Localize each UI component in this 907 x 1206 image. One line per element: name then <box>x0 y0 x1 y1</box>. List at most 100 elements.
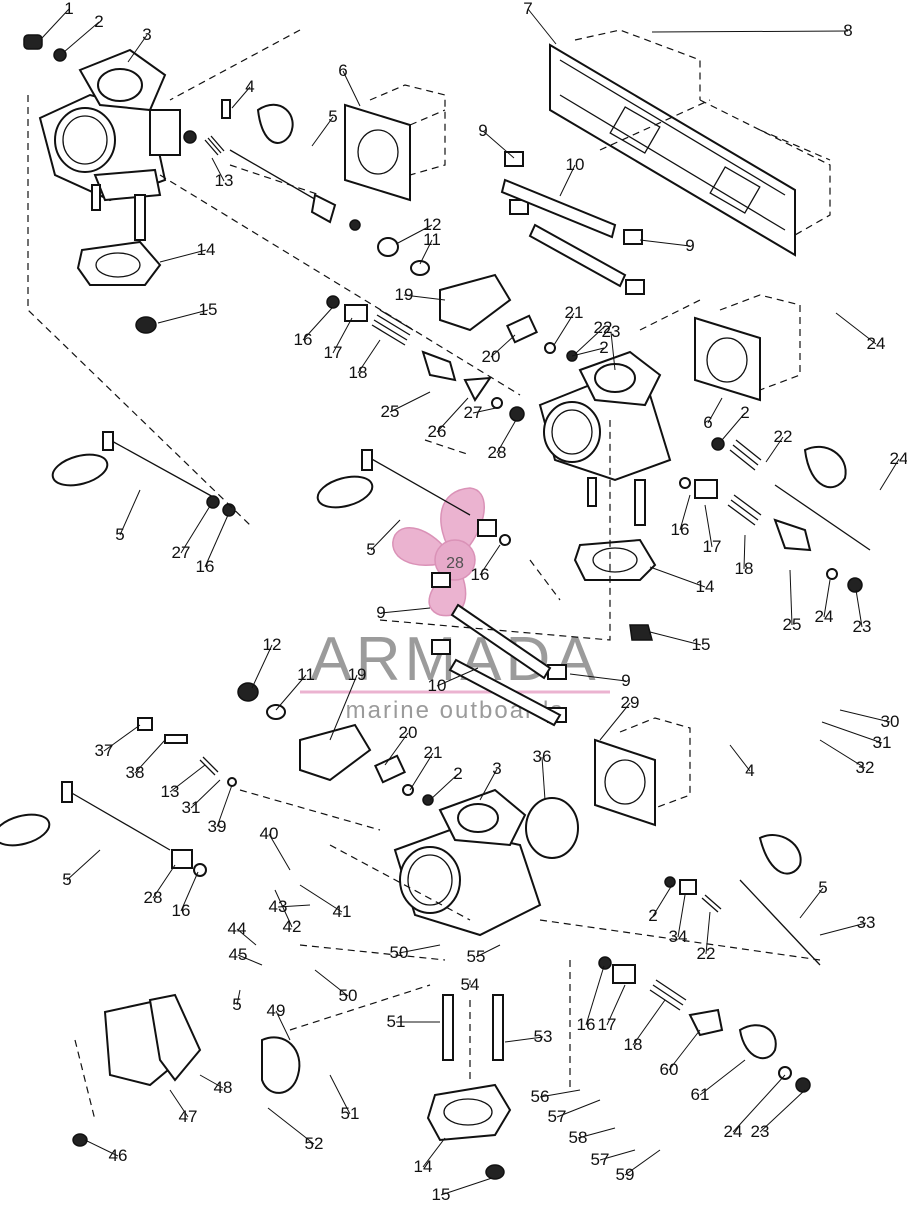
part-label-12: 12 <box>263 635 282 654</box>
leader-line <box>571 347 605 357</box>
leader-line <box>649 631 702 646</box>
part-label-12: 12 <box>423 215 442 234</box>
leader-line <box>569 673 627 682</box>
part-label-9: 9 <box>478 121 487 140</box>
leader-line <box>639 239 691 247</box>
throttle-disc-top <box>256 103 294 144</box>
leader-line <box>835 312 877 345</box>
leader-line <box>490 334 516 358</box>
leader-line <box>357 339 381 374</box>
watermark: 28 ARMADA marine outboards <box>300 487 610 724</box>
leader-line <box>134 739 166 774</box>
leader-line <box>721 412 746 441</box>
part-label-10: 10 <box>566 155 585 174</box>
leader-line <box>103 724 141 752</box>
leader-line <box>651 30 849 33</box>
leader-line <box>599 1149 636 1161</box>
part-labels: 1234567891011121314151617181920212223242… <box>41 0 907 1204</box>
leader-line <box>429 773 459 801</box>
gasket-bottom <box>426 1083 512 1142</box>
leader-line <box>482 130 515 159</box>
part-label-11: 11 <box>423 230 441 249</box>
leader-line <box>704 504 713 548</box>
part-label-45: 45 <box>229 945 248 964</box>
leader-line <box>819 739 866 769</box>
leader-line <box>342 70 361 107</box>
leader-line <box>422 1137 446 1168</box>
leader-line <box>610 331 616 371</box>
leader-line <box>699 1059 746 1096</box>
leader-line <box>541 756 546 801</box>
watermark-brand: ARMADA <box>310 625 599 694</box>
leader-line <box>384 732 409 766</box>
part-label-3: 3 <box>492 759 501 778</box>
leader-line <box>311 116 334 147</box>
leader-line <box>632 999 666 1046</box>
cover-gasket <box>525 797 579 859</box>
leader-line <box>652 884 673 917</box>
throttle-plate-top <box>344 84 446 202</box>
part-label-22: 22 <box>774 427 793 446</box>
leader-line <box>211 157 225 182</box>
part-label-8: 8 <box>843 21 852 40</box>
propeller-logo <box>392 487 485 617</box>
leader-line <box>743 534 746 570</box>
part-label-23: 23 <box>602 322 621 341</box>
leader-line <box>821 721 883 744</box>
gasket-top <box>76 240 162 286</box>
leader-line <box>63 21 100 53</box>
leader-line <box>277 904 311 908</box>
part-label-49: 49 <box>267 1001 286 1020</box>
leader-line <box>267 1107 315 1145</box>
part-label-15: 15 <box>199 300 218 319</box>
leader-line <box>157 309 209 324</box>
part-label-24: 24 <box>890 449 907 468</box>
leader-line <box>398 944 441 954</box>
part-label-5: 5 <box>818 878 827 897</box>
part-label-6: 6 <box>338 61 347 80</box>
leader-line <box>419 239 433 265</box>
part-label-2: 2 <box>740 403 749 422</box>
leader-line <box>268 833 291 871</box>
leader-line <box>119 489 141 536</box>
part-label-40: 40 <box>260 824 279 843</box>
leader-line <box>380 607 431 614</box>
part-label-14: 14 <box>197 240 216 259</box>
leader-line <box>409 752 434 791</box>
leader-line <box>496 419 517 454</box>
part-label-19: 19 <box>348 665 367 684</box>
leader-line <box>204 514 229 568</box>
leader-line <box>275 1010 291 1041</box>
leader-line <box>479 544 501 576</box>
leader-line <box>329 1074 351 1115</box>
leader-line <box>440 1177 493 1196</box>
leader-line <box>705 911 711 955</box>
part-label-11: 11 <box>297 665 315 684</box>
throttle-plate-bottom <box>594 717 691 827</box>
leader-line <box>199 1074 224 1089</box>
gasket-middle <box>573 538 657 581</box>
leader-line <box>679 494 691 531</box>
carburetor-middle <box>538 350 672 526</box>
leader-line <box>553 312 575 346</box>
throttle-shaft-top <box>229 149 326 206</box>
leader-line <box>236 928 257 946</box>
leader-line <box>527 8 557 45</box>
leader-line <box>765 436 784 463</box>
leader-line <box>855 589 863 628</box>
leader-line <box>819 922 867 936</box>
leader-line <box>159 249 207 263</box>
leader-line <box>556 1099 601 1118</box>
leader-line <box>329 674 358 741</box>
leader-line <box>403 294 446 301</box>
leader-line <box>84 1139 119 1157</box>
leader-line <box>180 505 211 554</box>
leader-line <box>475 944 501 958</box>
leader-line <box>395 224 433 245</box>
watermark-badge-number: 28 <box>446 555 464 572</box>
leader-line <box>668 1029 701 1071</box>
leader-line <box>624 1149 661 1176</box>
leader-line <box>606 984 626 1026</box>
leader-line <box>190 779 221 809</box>
